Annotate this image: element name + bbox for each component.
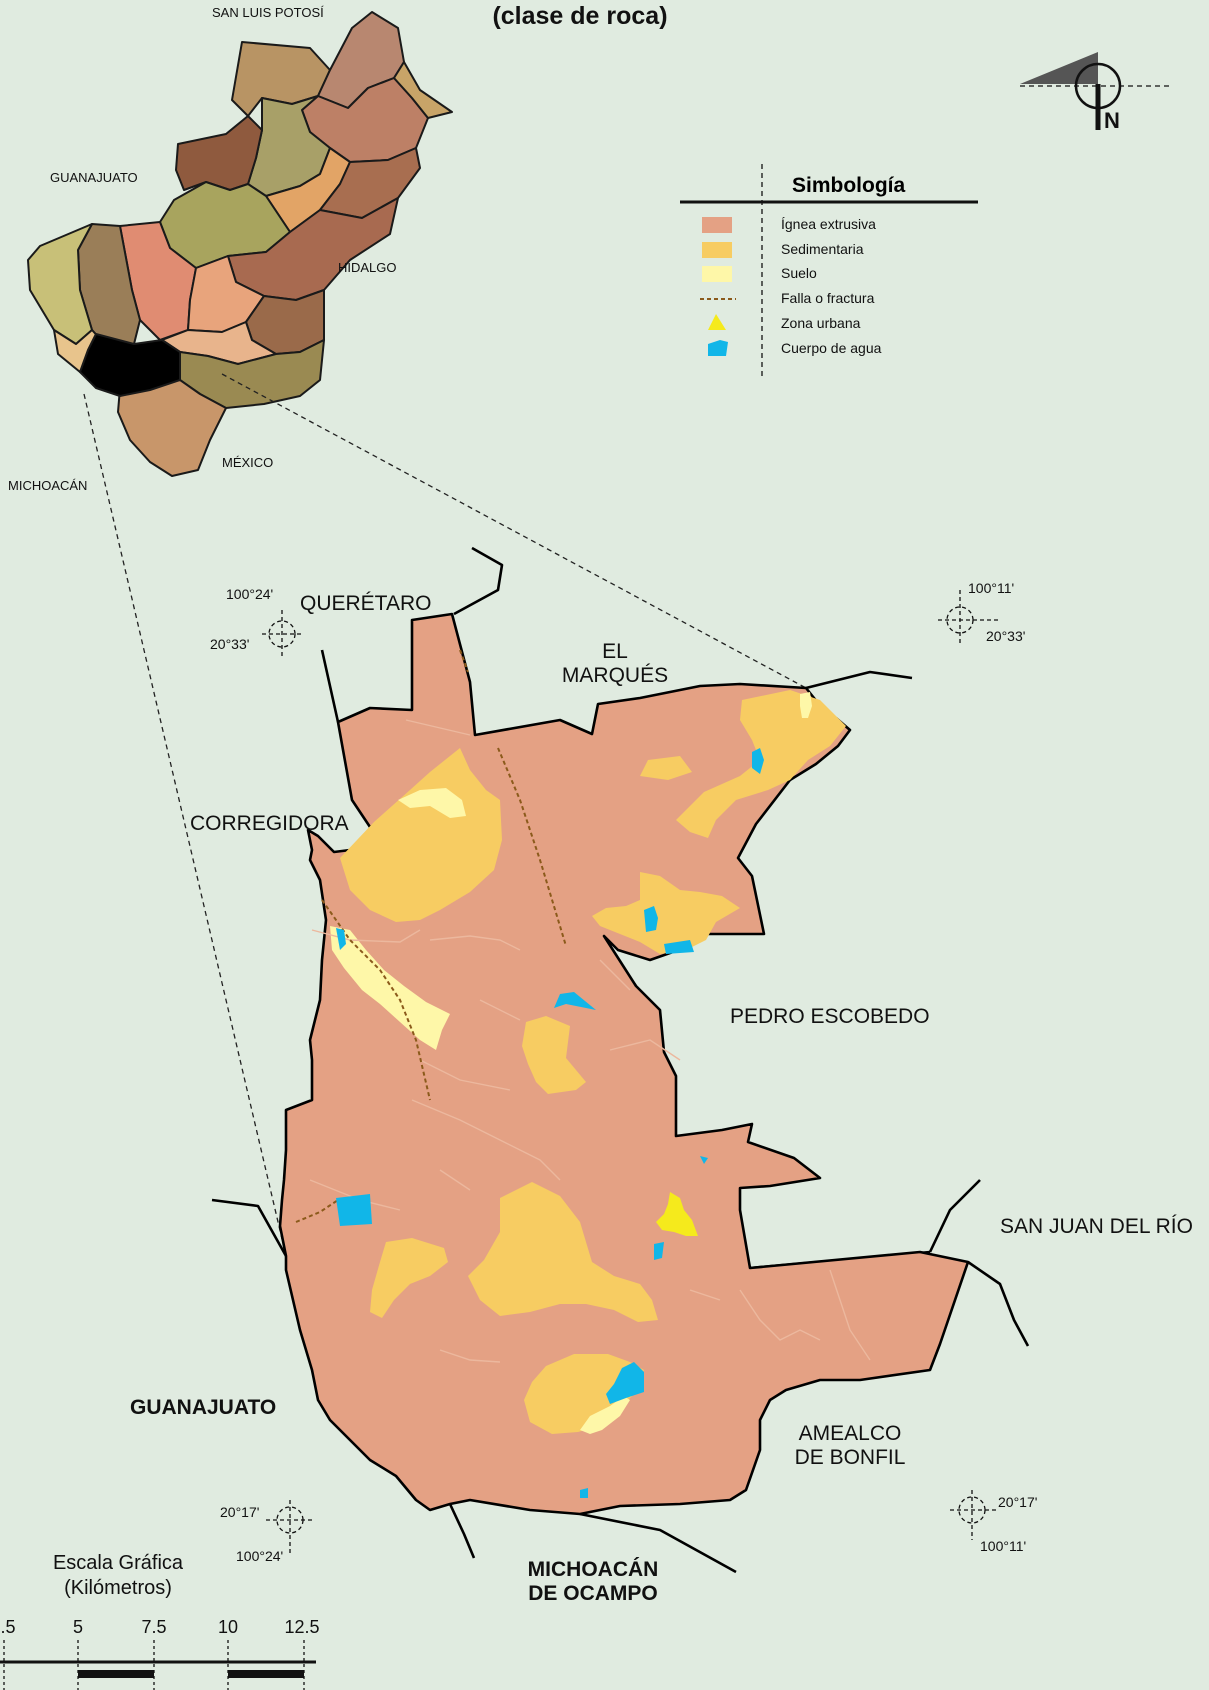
inset-municipality — [393, 61, 453, 119]
urban-zone — [656, 1192, 698, 1236]
coordinate-target-ne — [938, 590, 1000, 644]
north-arrow-icon — [1020, 52, 1172, 130]
coord-nw-lon: 100°24' — [226, 586, 274, 602]
inset-label-michoacan: MICHOACÁN — [8, 478, 88, 493]
water-bodies — [336, 748, 764, 1498]
coordinate-target-se — [950, 1490, 996, 1540]
internal-subdivisions — [309, 719, 871, 1363]
legend-label-sedimentary: Sedimentaria — [781, 241, 864, 257]
legend-swatch-soil — [702, 266, 732, 282]
neighbor-label-san-juan: SAN JUAN DEL RÍO — [1000, 1215, 1193, 1238]
scale-tick-label: 7.5 — [141, 1617, 167, 1637]
legend-label-igneous: Ígnea extrusiva — [781, 216, 876, 232]
neighbor-label-queretaro: QUERÉTARO — [300, 592, 432, 615]
coord-ne-lat: 20°33' — [986, 628, 1026, 644]
legend-label-soil: Suelo — [781, 265, 817, 281]
coordinate-target-sw — [266, 1500, 314, 1556]
neighbor-label-corregidora: CORREGIDORA — [190, 812, 349, 835]
inset-selected-municipality — [79, 333, 181, 397]
neighbor-label-el-marques: EL MARQUÉS — [555, 640, 675, 688]
neighbor-label-amealco: AMEALCO DE BONFIL — [790, 1422, 910, 1470]
legend-title: Simbología — [792, 174, 906, 197]
inset-label-san-luis: SAN LUIS POTOSÍ — [212, 5, 324, 20]
coord-nw-lat: 20°33' — [210, 636, 250, 652]
legend-swatch-igneous — [702, 217, 732, 233]
inset-label-guanajuato: GUANAJUATO — [50, 170, 138, 185]
neighbor-label-guanajuato: GUANAJUATO — [130, 1396, 277, 1419]
coord-ne-lon: 100°11' — [968, 580, 1015, 596]
inset-label-hidalgo: HIDALGO — [338, 260, 397, 275]
legend-swatch-urban — [708, 314, 726, 330]
inset-label-mexico: MÉXICO — [222, 455, 274, 470]
neighbor-label-michoacan-line2: DE OCAMPO — [528, 1582, 658, 1605]
coord-se-lon: 100°11' — [980, 1538, 1027, 1554]
legend-label-fault: Falla o fractura — [781, 290, 875, 306]
neighbor-label-pedro-escobedo: PEDRO ESCOBEDO — [730, 1005, 930, 1028]
legend-label-water: Cuerpo de agua — [781, 340, 882, 356]
legend-frame — [680, 164, 978, 376]
neighbor-label-amealco-line1: AMEALCO — [798, 1422, 902, 1445]
legend-label-urban: Zona urbana — [781, 315, 861, 331]
scale-bar — [0, 1640, 316, 1690]
inset-connector-lines — [83, 373, 807, 1257]
inset-municipality — [117, 379, 227, 477]
map-title: (clase de roca) — [492, 2, 668, 30]
scale-tick-label: 10 — [217, 1617, 239, 1637]
neighbor-label-michoacan-line1: MICHOACÁN — [527, 1558, 659, 1581]
soil-areas — [330, 692, 812, 1434]
legend-swatch-sedimentary — [702, 242, 732, 258]
inset-state-map — [27, 11, 453, 477]
scale-tick-label: 12.5 — [284, 1617, 320, 1637]
scale-tick-label: .5 — [0, 1617, 16, 1637]
neighbor-label-el-marques-line2: MARQUÉS — [561, 664, 669, 687]
neighbor-label-michoacan: MICHOACÁN DE OCAMPO — [518, 1558, 668, 1606]
legend-swatch-water — [708, 340, 728, 356]
scale-title-line1: Escala Gráfica — [52, 1552, 184, 1574]
neighbor-label-amealco-line2: DE BONFIL — [794, 1446, 906, 1469]
scale-tick-label: 5 — [72, 1617, 84, 1637]
north-arrow-label: N — [1104, 108, 1120, 133]
coord-sw-lon: 100°24' — [236, 1548, 284, 1564]
coordinate-target-nw — [262, 610, 304, 656]
scale-title-line2: (Kilómetros) — [64, 1577, 172, 1599]
scale-title: Escala Gráfica (Kilómetros) — [28, 1551, 208, 1601]
coord-sw-lat: 20°17' — [220, 1504, 260, 1520]
coord-se-lat: 20°17' — [998, 1494, 1038, 1510]
fault-lines — [295, 649, 567, 1223]
inset-municipality — [175, 115, 263, 191]
neighbor-label-el-marques-line1: EL — [602, 640, 628, 663]
